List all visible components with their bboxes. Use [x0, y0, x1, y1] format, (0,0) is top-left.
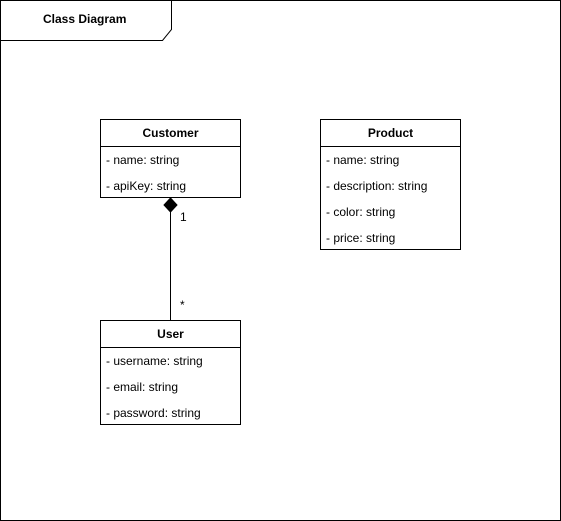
user-attribute-password: - password: string [106, 406, 201, 420]
user-attribute-email: - email: string [106, 380, 179, 394]
product-attribute-name: - name: string [326, 153, 400, 167]
product-attribute-price: - price: string [326, 231, 396, 245]
class-customer-name: Customer [101, 120, 240, 147]
customer-attribute-apikey: - apiKey: string [106, 179, 187, 193]
class-product[interactable]: Product - name: string - description: st… [320, 119, 461, 250]
customer-attribute-name: - name: string [106, 153, 180, 167]
class-user[interactable]: User - username: string - email: string … [100, 320, 241, 425]
product-attribute-description: - description: string [326, 179, 428, 193]
user-attribute-username: - username: string [106, 354, 203, 368]
target-multiplicity: * [180, 298, 185, 312]
class-user-name: User [101, 321, 240, 348]
frame-title: Class Diagram [43, 12, 127, 26]
product-attribute-color: - color: string [326, 205, 396, 219]
frame-title-tab [0, 0, 172, 41]
class-product-name: Product [321, 120, 460, 147]
class-customer[interactable]: Customer - name: string - apiKey: string [100, 119, 241, 198]
source-multiplicity: 1 [180, 210, 187, 224]
composition-diamond-icon [163, 197, 178, 213]
